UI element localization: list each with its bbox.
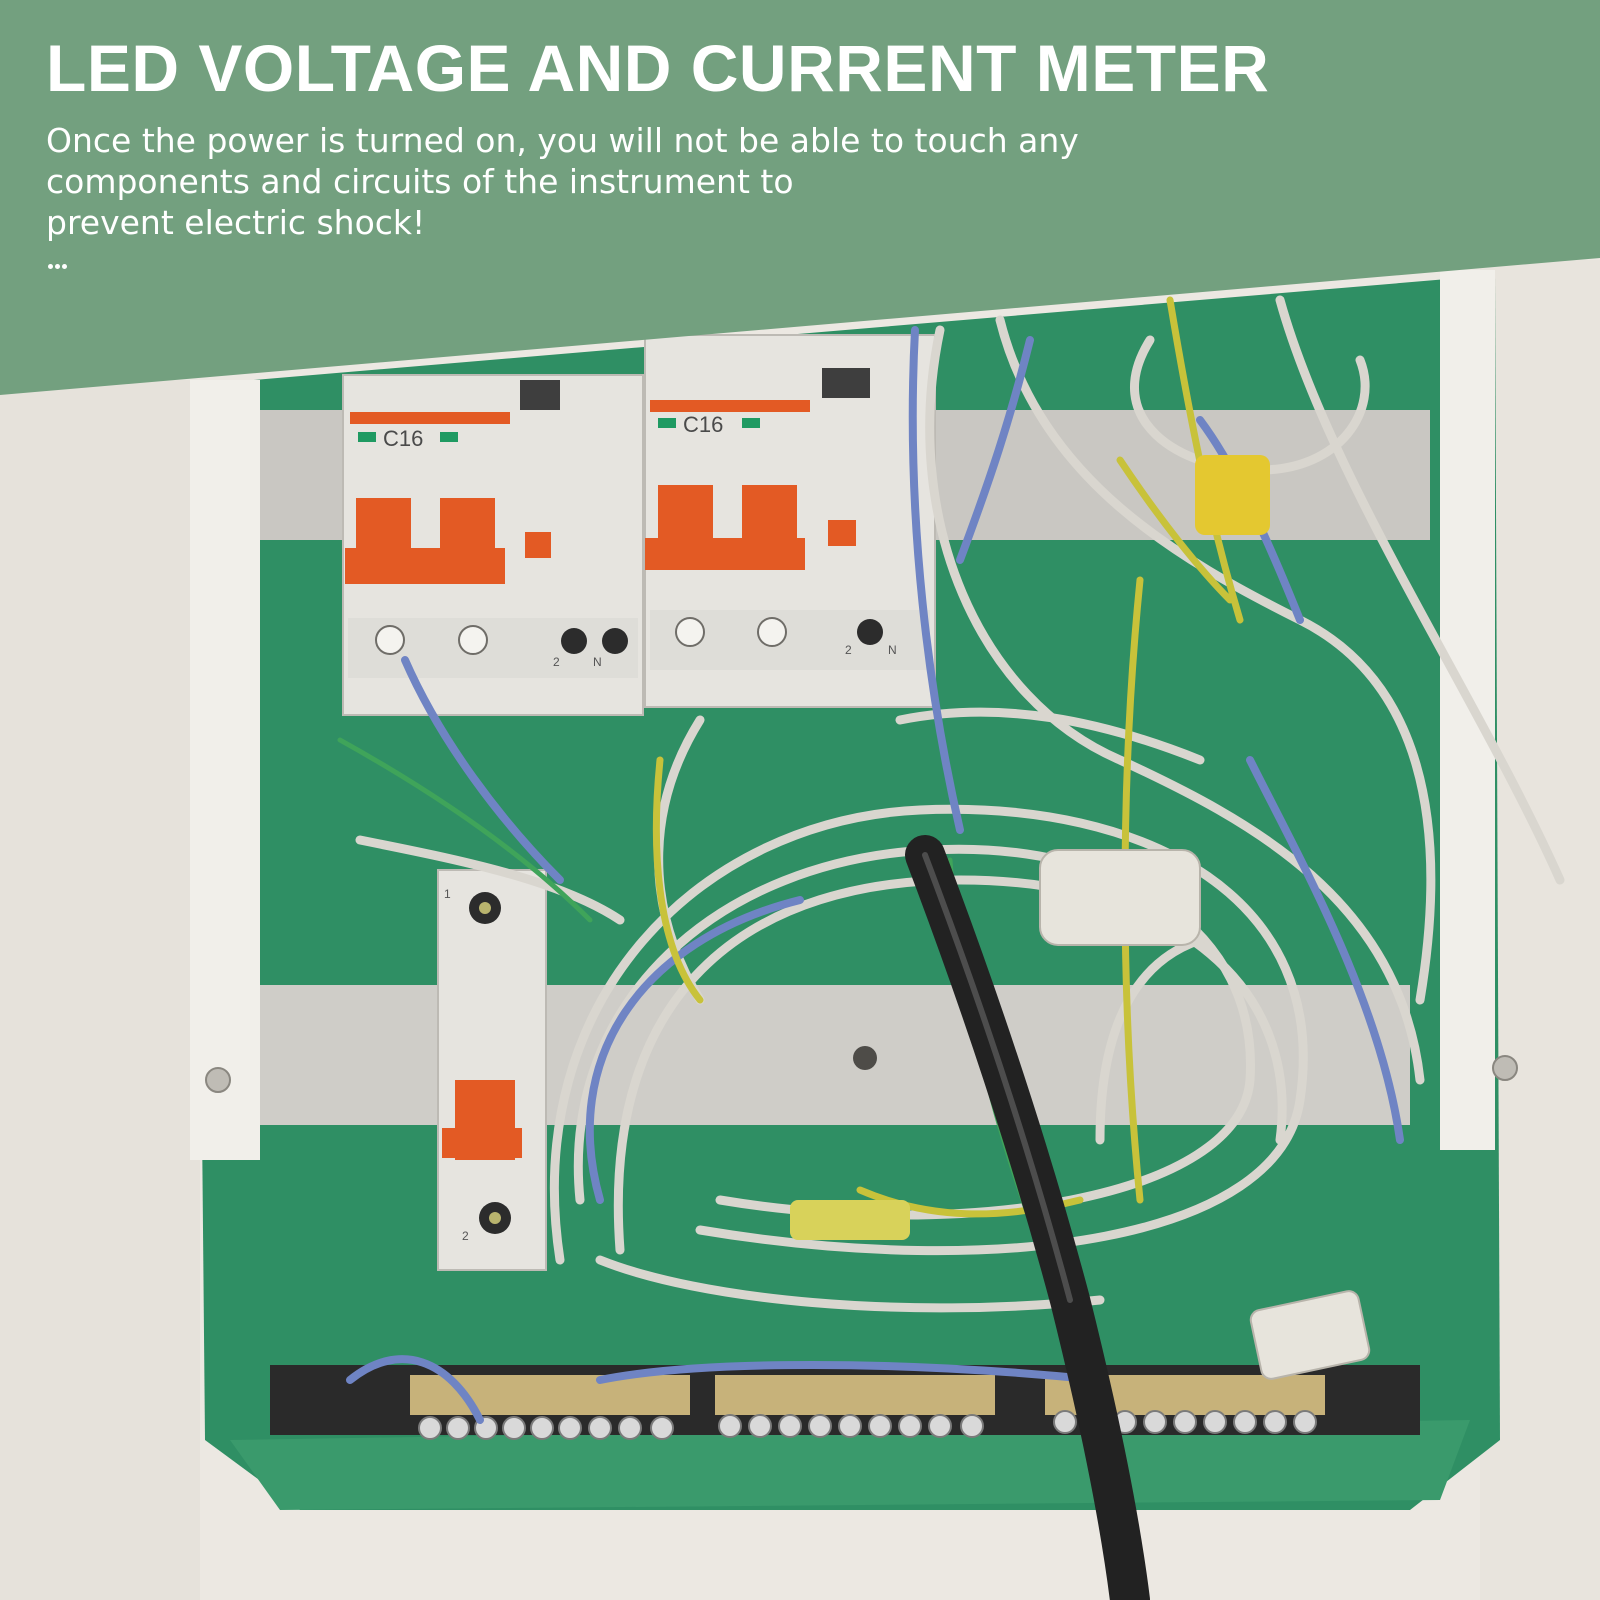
breaker-left: C16 2 N (342, 374, 644, 716)
breaker-right-terminal-2: 2 (845, 643, 852, 657)
breaker-single-terminal-2: 2 (462, 1229, 469, 1243)
breaker-single-terminal-1: 1 (444, 887, 451, 901)
breaker-left-terminal-2: 2 (553, 655, 560, 669)
breaker-single: 1 2 (437, 869, 547, 1271)
tape-bundles (790, 455, 1371, 1380)
breaker-right-rating: C16 (683, 412, 723, 437)
banner-description-line-2: components and circuits of the instrumen… (46, 162, 794, 201)
banner-description: Once the power is turned on, you will no… (46, 120, 1126, 243)
banner-description-line-3: prevent electric shock! (46, 203, 426, 242)
banner-title: LED VOLTAGE AND CURRENT METER (46, 31, 1270, 105)
breaker-right-terminal-n: N (888, 643, 897, 657)
breaker-left-terminal-n: N (593, 655, 602, 669)
banner-description-line-1: Once the power is turned on, you will no… (46, 121, 1079, 160)
breaker-left-rating: C16 (383, 426, 423, 451)
breaker-right: C16 2 N (644, 334, 936, 708)
title-banner-background (0, 0, 1600, 395)
ellipsis-dots (48, 254, 69, 273)
